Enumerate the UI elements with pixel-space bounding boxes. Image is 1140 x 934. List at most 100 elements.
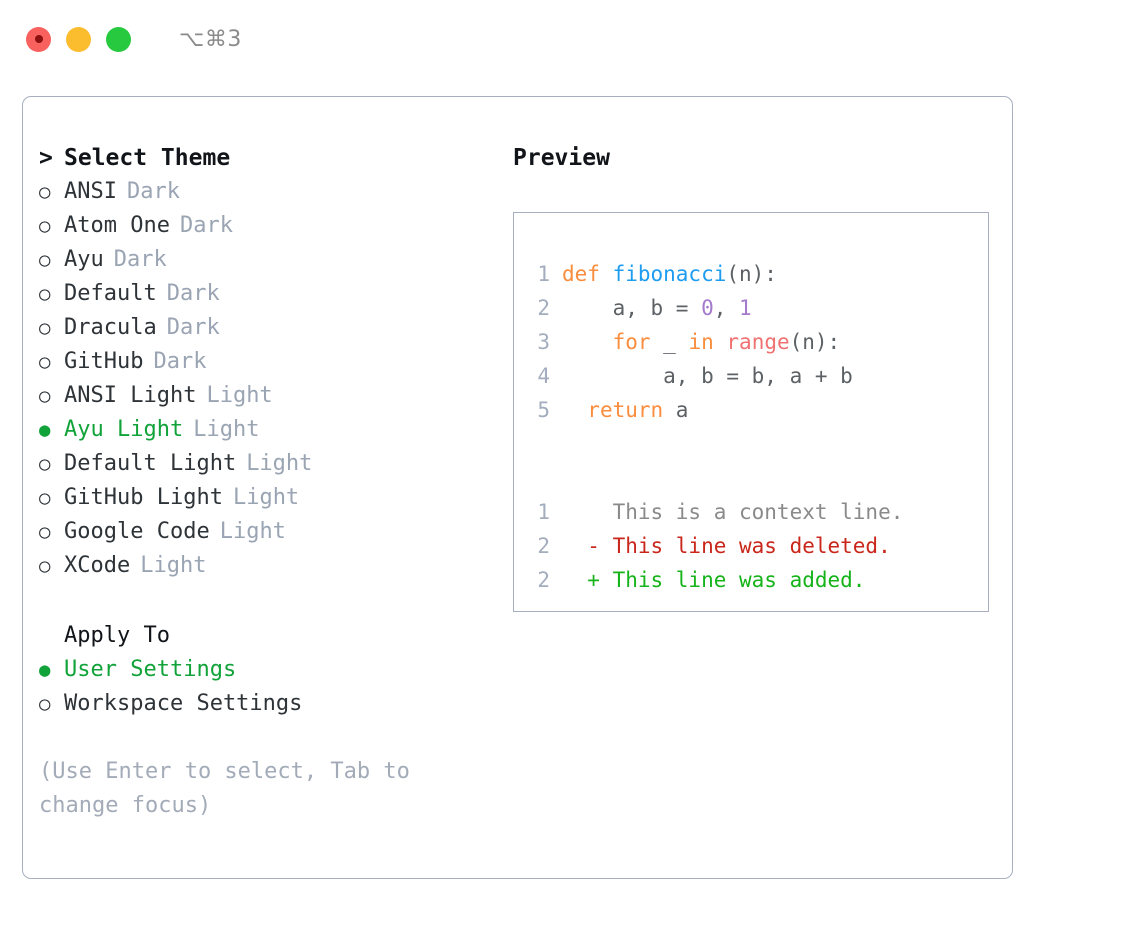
- code-diff-spacer: [514, 427, 988, 461]
- code-token: a, b = b, a + b: [562, 364, 853, 388]
- theme-option-xcode[interactable]: ○ XCode Light: [39, 549, 501, 583]
- apply-to-title: Apply To: [64, 623, 170, 648]
- theme-option-label: Ayu: [64, 247, 104, 272]
- theme-option-label: XCode: [64, 553, 131, 578]
- section-spacer: [39, 583, 501, 619]
- code-token: [562, 330, 613, 354]
- theme-variant-badge: Light: [140, 553, 207, 578]
- code-token: 0: [701, 296, 714, 320]
- apply-option-user-settings[interactable]: ●User Settings: [39, 653, 501, 687]
- radio-unselected-icon: ○: [39, 317, 51, 339]
- code-token: [714, 330, 727, 354]
- code-token: in: [688, 330, 714, 354]
- code-token: a, b =: [562, 296, 702, 320]
- code-diff-spacer-2: [514, 461, 988, 495]
- radio-unselected-icon: ○: [39, 215, 51, 237]
- code-line-text: def fibonacci(n):: [562, 257, 777, 291]
- code-token: _: [650, 330, 689, 354]
- theme-option-label: GitHub Light: [64, 485, 223, 510]
- code-token: ,: [713, 296, 740, 320]
- apply-to-heading: Apply To: [39, 619, 501, 653]
- theme-option-label: ANSI Light: [64, 383, 197, 408]
- theme-option-ansi-light[interactable]: ○ ANSI Light Light: [39, 379, 501, 413]
- code-token: fibonacci: [612, 262, 727, 286]
- diff-line-text: This is a context line.: [562, 500, 904, 524]
- keyboard-shortcut-label: ⌥⌘3: [179, 26, 242, 52]
- theme-variant-badge: Light: [232, 485, 300, 510]
- code-token: (n):: [726, 262, 777, 286]
- code-token: for: [612, 330, 651, 354]
- theme-variant-badge: Dark: [166, 315, 220, 340]
- radio-unselected-icon: ○: [39, 385, 51, 407]
- radio-unselected-icon: ○: [39, 555, 51, 577]
- radio-unselected-icon: ○: [39, 351, 51, 373]
- theme-variant-badge: Light: [206, 383, 273, 408]
- diff-line-text: - This line was deleted.: [562, 534, 891, 558]
- radio-unselected-icon: ○: [39, 453, 51, 475]
- close-button[interactable]: [26, 26, 51, 52]
- code-line-text: a, b = 0, 1: [562, 291, 752, 325]
- diff-line-text: + This line was added.: [562, 568, 866, 592]
- select-theme-heading: > Select Theme: [39, 141, 501, 175]
- line-number: 2: [537, 296, 550, 320]
- line-number: 1: [537, 500, 550, 524]
- theme-option-label: Atom One: [64, 213, 170, 238]
- radio-unselected-icon: ○: [39, 521, 51, 543]
- keyboard-hint-text: (Use Enter to select, Tab to change focu…: [39, 759, 410, 818]
- diff-sample: 1 This is a context line.2 - This line w…: [514, 495, 988, 597]
- theme-option-label: Ayu Light: [64, 417, 184, 442]
- line-number: 4: [537, 364, 550, 388]
- diff-line: 2 - This line was deleted.: [514, 529, 988, 563]
- code-token: a: [663, 398, 689, 422]
- code-line: 4 a, b = b, a + b: [514, 359, 988, 393]
- code-line-text: for _ in range(n):: [562, 325, 841, 359]
- line-number: 5: [537, 398, 550, 422]
- code-token: return: [587, 398, 664, 422]
- theme-option-atom-one[interactable]: ○ Atom One Dark: [39, 209, 501, 243]
- focus-caret-icon: >: [39, 145, 53, 171]
- diff-line: 2 + This line was added.: [514, 563, 988, 597]
- line-number: 3: [537, 330, 550, 354]
- theme-option-label: Google Code: [64, 519, 210, 544]
- theme-option-label: GitHub: [64, 349, 144, 374]
- code-token: (n):: [789, 330, 841, 354]
- theme-variant-badge: Dark: [179, 213, 233, 238]
- apply-option-workspace-settings[interactable]: ○Workspace Settings: [39, 687, 501, 721]
- maximize-button[interactable]: [106, 26, 131, 52]
- radio-unselected-icon: ○: [39, 693, 51, 715]
- theme-option-label: Default: [64, 281, 157, 306]
- code-token: range: [726, 330, 790, 354]
- diff-line: 1 This is a context line.: [514, 495, 988, 529]
- minimize-button[interactable]: [66, 26, 91, 52]
- window-controls: [26, 26, 131, 52]
- code-token: [562, 398, 587, 422]
- theme-variant-badge: Dark: [166, 281, 220, 306]
- radio-unselected-icon: ○: [39, 181, 51, 203]
- code-line: 3 for _ in range(n):: [514, 325, 988, 359]
- theme-option-github[interactable]: ○ GitHub Dark: [39, 345, 501, 379]
- code-line: 2 a, b = 0, 1: [514, 291, 988, 325]
- code-line-text: return a: [562, 393, 688, 427]
- theme-option-label: ANSI: [64, 179, 117, 204]
- code-line: 5 return a: [514, 393, 988, 427]
- line-number: 2: [537, 568, 550, 592]
- theme-variant-badge: Dark: [153, 349, 207, 374]
- line-number: 2: [537, 534, 550, 558]
- code-token: 1: [739, 296, 752, 320]
